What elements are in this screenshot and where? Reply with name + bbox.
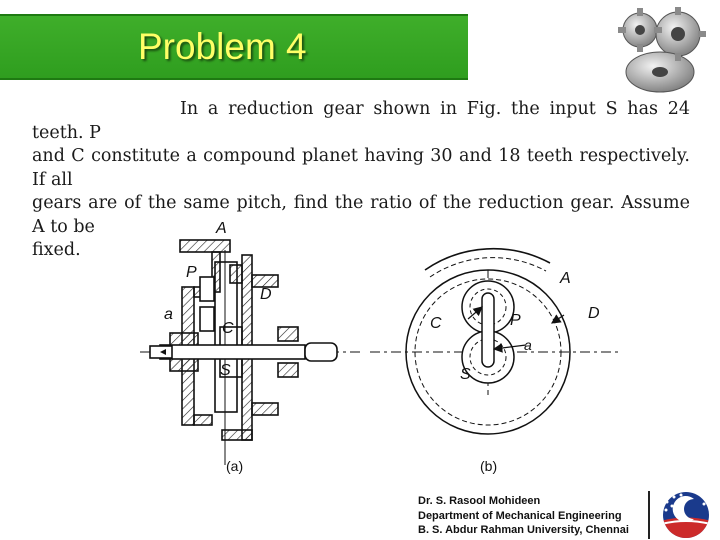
caption-b: (b) bbox=[480, 458, 497, 474]
label-A-sectional: A bbox=[215, 220, 227, 237]
label-S-endview: S bbox=[460, 366, 471, 383]
caption-a: (a) bbox=[226, 458, 243, 474]
sectional-view bbox=[140, 239, 360, 465]
slide-title: Problem 4 bbox=[138, 26, 307, 67]
label-a-endview: a bbox=[524, 337, 532, 353]
label-D-endview: D bbox=[588, 305, 600, 322]
gears-icon bbox=[618, 7, 706, 93]
problem-statement: In a reduction gear shown in Fig. the in… bbox=[32, 98, 690, 263]
end-view bbox=[370, 247, 620, 435]
label-C-sectional: C bbox=[222, 320, 234, 337]
gear-diagram: A P D a C S (a) A D C P a S (b) bbox=[140, 220, 620, 474]
department-name: Department of Mechanical Engineering bbox=[418, 509, 622, 522]
problem-line: and C constitute a compound planet havin… bbox=[32, 146, 690, 190]
university-emblem-icon bbox=[663, 492, 709, 538]
label-A-endview: A bbox=[559, 270, 571, 287]
university-name: B. S. Abdur Rahman University, Chennai bbox=[418, 524, 629, 536]
problem-line: In a reduction gear shown in Fig. the in… bbox=[32, 99, 690, 143]
title-bar: Problem 4 bbox=[0, 14, 468, 80]
problem-line: gears are of the same pitch, find the ra… bbox=[32, 193, 690, 237]
problem-line: fixed. bbox=[32, 240, 81, 260]
footer-divider bbox=[648, 491, 650, 539]
author-name: Dr. S. Rasool Mohideen bbox=[418, 495, 541, 507]
footer-credits: Dr. S. Rasool Mohideen Department of Mec… bbox=[418, 494, 629, 538]
label-S-sectional: S bbox=[220, 362, 231, 379]
label-D-sectional: D bbox=[260, 286, 272, 303]
label-P-sectional: P bbox=[186, 264, 197, 281]
label-C-endview: C bbox=[430, 315, 442, 332]
label-a-sectional: a bbox=[164, 306, 173, 323]
label-P-endview: P bbox=[510, 312, 521, 329]
